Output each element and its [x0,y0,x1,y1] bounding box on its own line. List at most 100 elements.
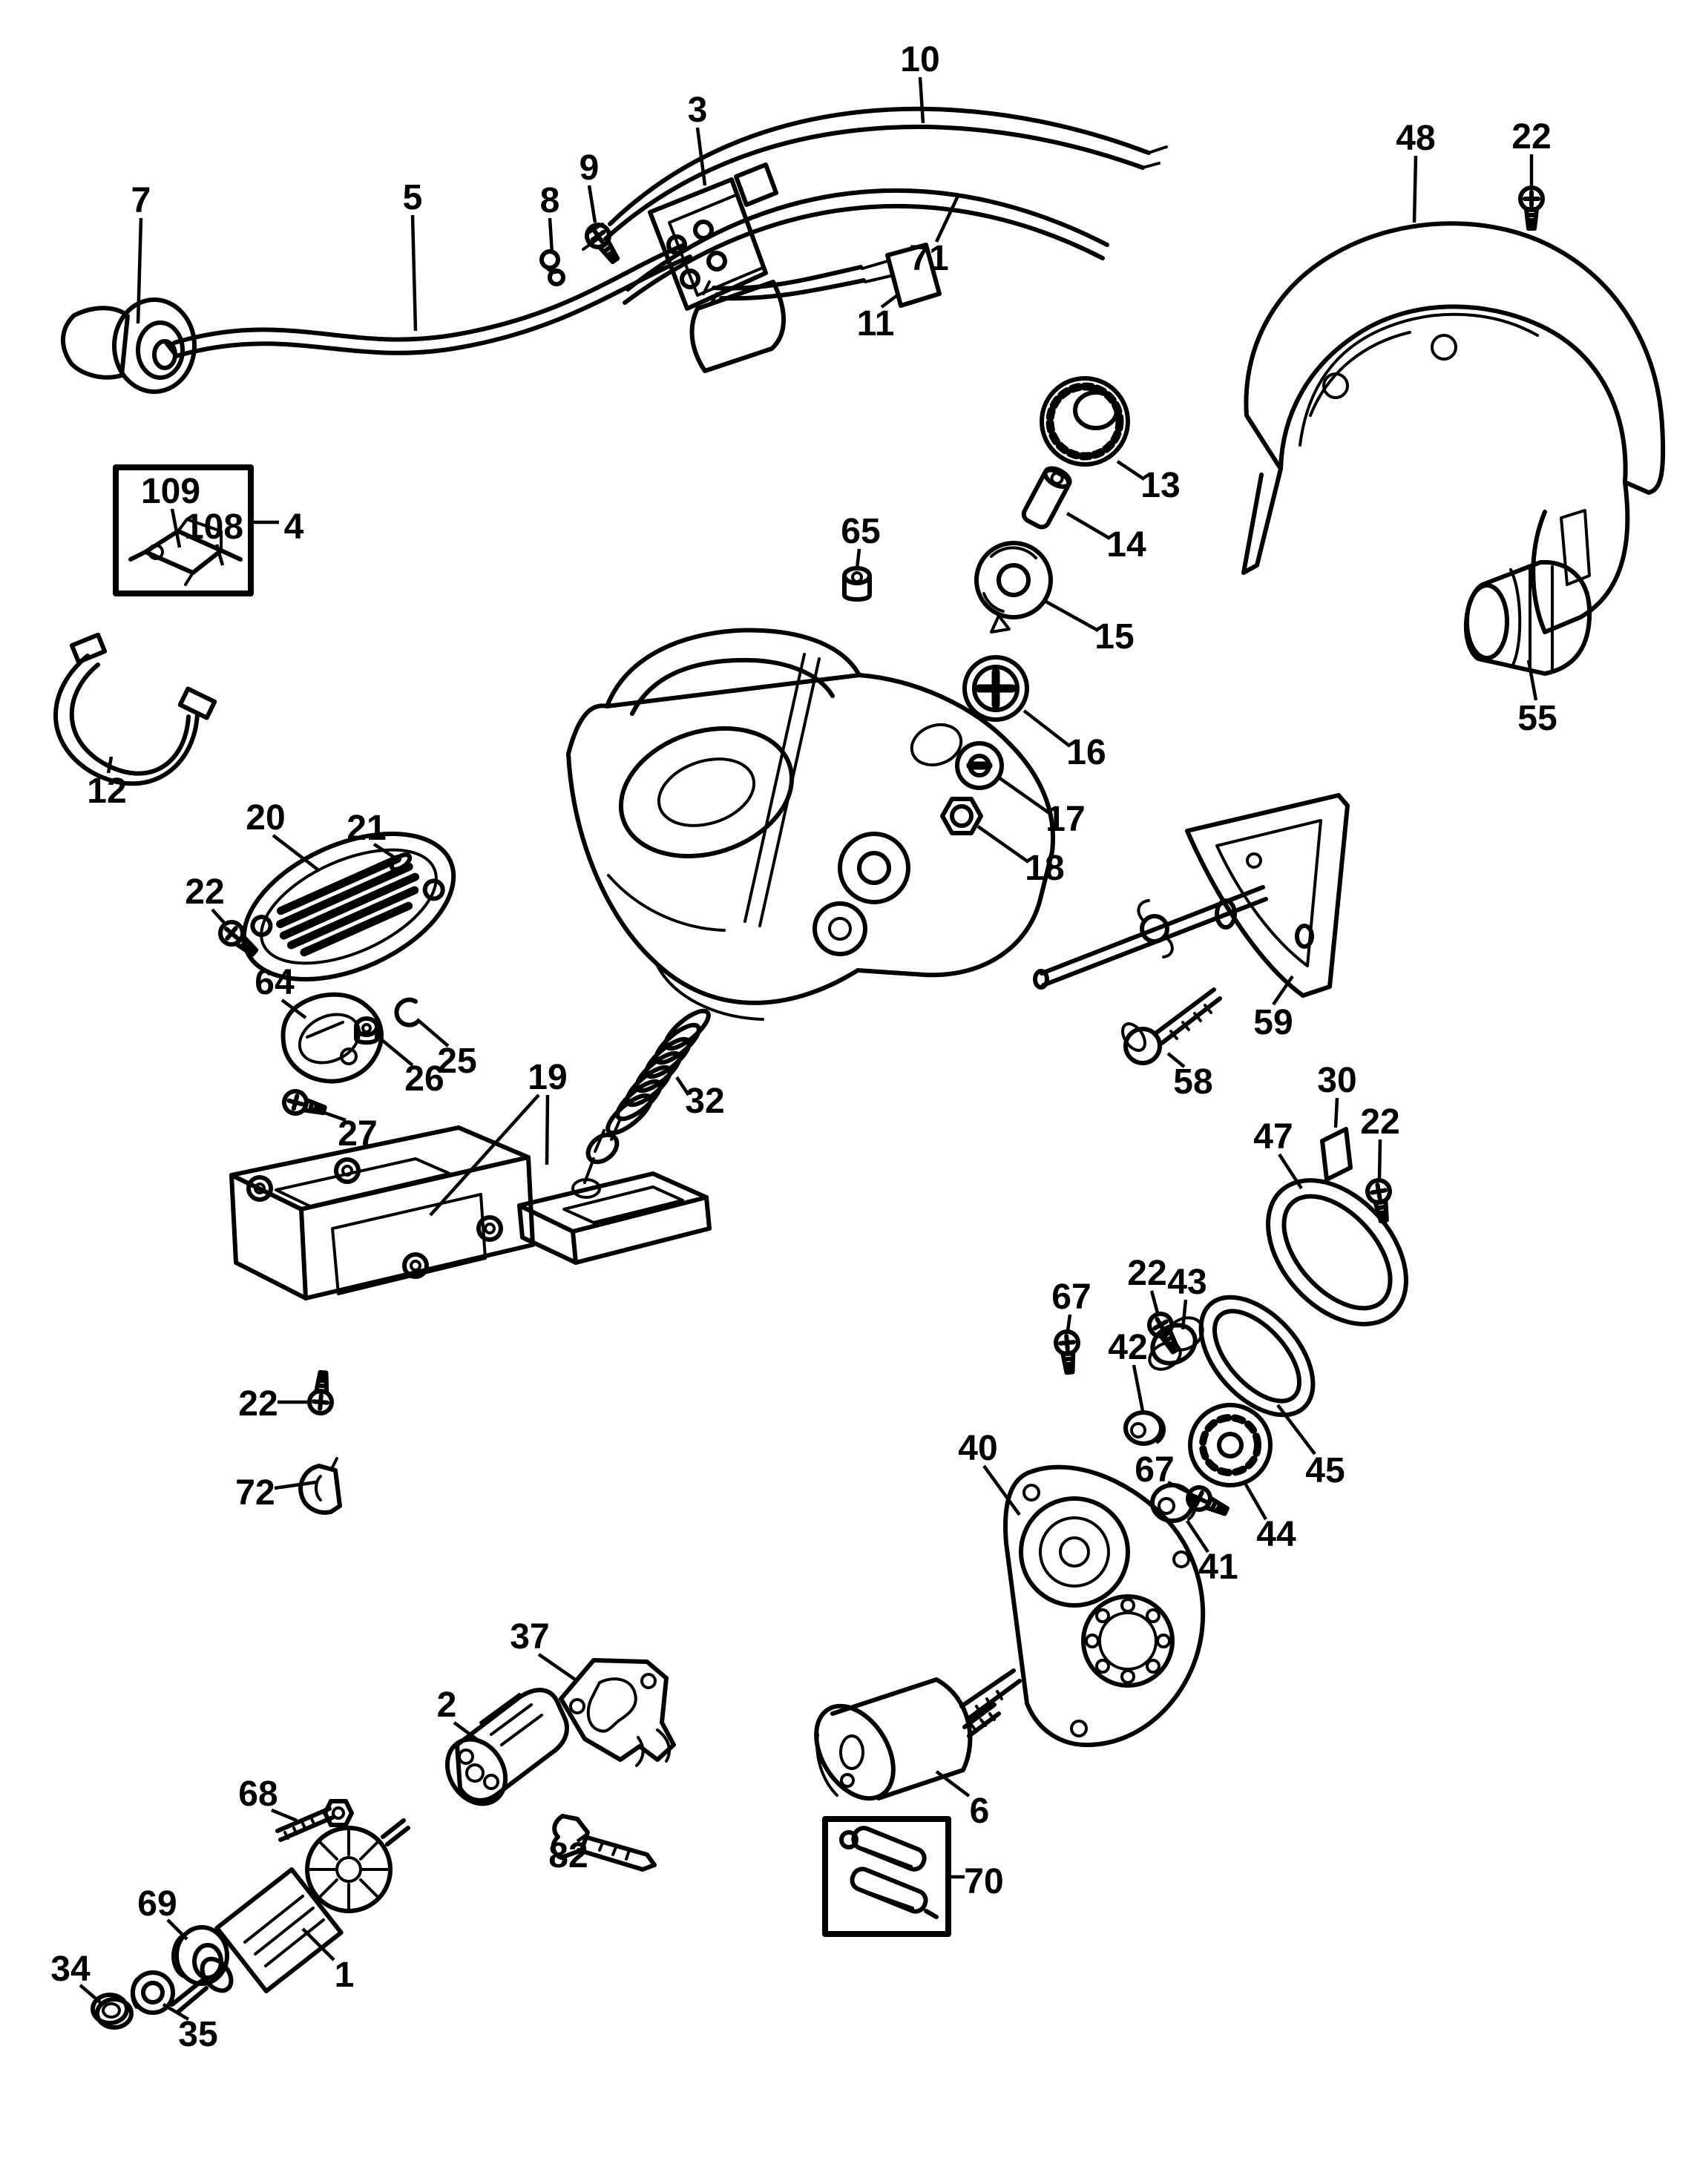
callout-leader-15 [1043,599,1100,632]
screw-washer-part [962,655,1029,722]
callout-leader-6 [935,1770,971,1797]
callout-leader-18 [976,825,1030,864]
baffle-plate-part [559,1658,676,1767]
callout-label-42-39: 42 [1108,1328,1147,1367]
callout-label-71-6: 71 [909,239,948,278]
callout-label-44-41: 44 [1256,1515,1296,1554]
callout-label-2-48: 2 [437,1685,457,1725]
callout-leader-68 [271,1808,298,1823]
callout-label-35-52: 35 [178,2015,217,2054]
screw-22-icon [1520,188,1543,228]
callout-label-22-9: 22 [1511,117,1551,157]
fence-bracket-part [1033,793,1350,998]
callout-label-16-18: 16 [1066,733,1106,772]
callout-leader-20 [272,834,319,871]
callout-leader-30 [1333,1097,1339,1128]
callout-leader-19 [545,1094,550,1165]
callout-label-82-54: 82 [548,1836,588,1875]
side-cover-part [280,992,384,1084]
callout-leader-34 [79,1984,102,2004]
roll-pin-part [389,852,413,872]
callout-leader-22 [211,908,227,926]
callout-label-8-2: 8 [540,181,560,220]
callout-label-9-3: 9 [580,148,600,188]
callout-label-65-14: 65 [841,512,880,551]
callout-label-22-26: 22 [185,872,224,912]
drum-part [814,1668,1022,1801]
callout-leader-7 [136,217,143,324]
spring-part [605,1008,711,1136]
callout-label-108-11: 108 [184,507,243,547]
callout-leader-71 [934,194,961,243]
callout-label-45-40: 45 [1305,1451,1345,1490]
callout-label-67-36: 67 [1051,1277,1091,1317]
callout-label-22-45: 22 [238,1384,278,1424]
callout-leader-8 [548,217,554,254]
front-shoe-part [517,1117,712,1265]
callout-leader-44 [1242,1479,1267,1521]
inner-belt-part [1198,1295,1316,1418]
bushing-part [354,1016,379,1045]
callout-leader-27 [311,1106,347,1122]
callout-leader-13 [1116,460,1146,481]
callout-leader-9 [587,185,597,223]
planer-body-part [566,628,1055,1021]
callout-label-26-29: 26 [404,1059,444,1099]
callout-leader-69 [166,1918,188,1941]
callout-leader-59 [1272,975,1294,1006]
cam-wheel-part [974,541,1053,634]
callout-label-32-32: 32 [685,1082,724,1121]
callout-label-20-24: 20 [246,798,285,838]
callout-leader-26 [377,1036,414,1067]
callout-leader-25 [416,1018,450,1047]
callout-leader-48 [1412,155,1418,223]
callout-label-27-30: 27 [338,1114,377,1154]
callout-leader-14 [1066,512,1112,540]
switch-assembly-part [648,162,787,373]
callout-leader-58 [1166,1052,1186,1068]
washer-part [955,741,1004,790]
callout-label-18-20: 18 [1025,849,1064,888]
bearing-35-part [131,1970,175,2015]
callout-label-15-17: 15 [1094,617,1134,657]
wire-connector-part [702,243,942,308]
bolt-part [275,1799,354,1842]
callout-leader-2 [453,1721,484,1745]
callout-label-37-47: 37 [510,1617,549,1657]
screw-67-icon [1055,1331,1081,1373]
gear-housing-part [962,1464,1206,1748]
callout-leader-3 [695,127,707,186]
field-stator-part [444,1688,569,1806]
callout-leader-1 [301,1927,335,1961]
thumbscrew-part [1121,987,1222,1065]
callout-leader-16 [1022,709,1071,748]
screw-22-icon [309,1372,335,1414]
callout-label-6-55: 6 [970,1792,990,1831]
callout-label-72-46: 72 [235,1473,275,1513]
callout-leader-21 [372,843,396,859]
callout-label-40-43: 40 [958,1429,997,1468]
callout-label-41-42: 41 [1198,1547,1238,1587]
callout-label-34-51: 34 [50,1950,91,1989]
rear-base-plate-part [229,1125,535,1300]
callout-label-55-21: 55 [1517,699,1557,738]
callout-leader-10 [918,76,925,124]
callout-label-68-49: 68 [238,1774,278,1814]
callout-label-13-15: 13 [1140,466,1180,505]
callout-leader-35 [162,2003,190,2021]
label-sticker-part [1320,1127,1353,1182]
callout-leader-5 [410,214,418,332]
power-cord-part [164,243,692,358]
clip-part [298,1457,342,1515]
callout-leader-47 [1278,1153,1303,1190]
hex-nut-part [940,797,983,835]
screw-27-icon [282,1089,327,1121]
terminal-kit-box-part [113,464,254,596]
callout-leader-64 [280,999,307,1019]
callout-leader-22 [1149,1290,1160,1314]
callout-leader-40 [982,1464,1021,1516]
callout-label-22-37: 22 [1127,1254,1166,1293]
callout-leader-12 [106,756,114,774]
